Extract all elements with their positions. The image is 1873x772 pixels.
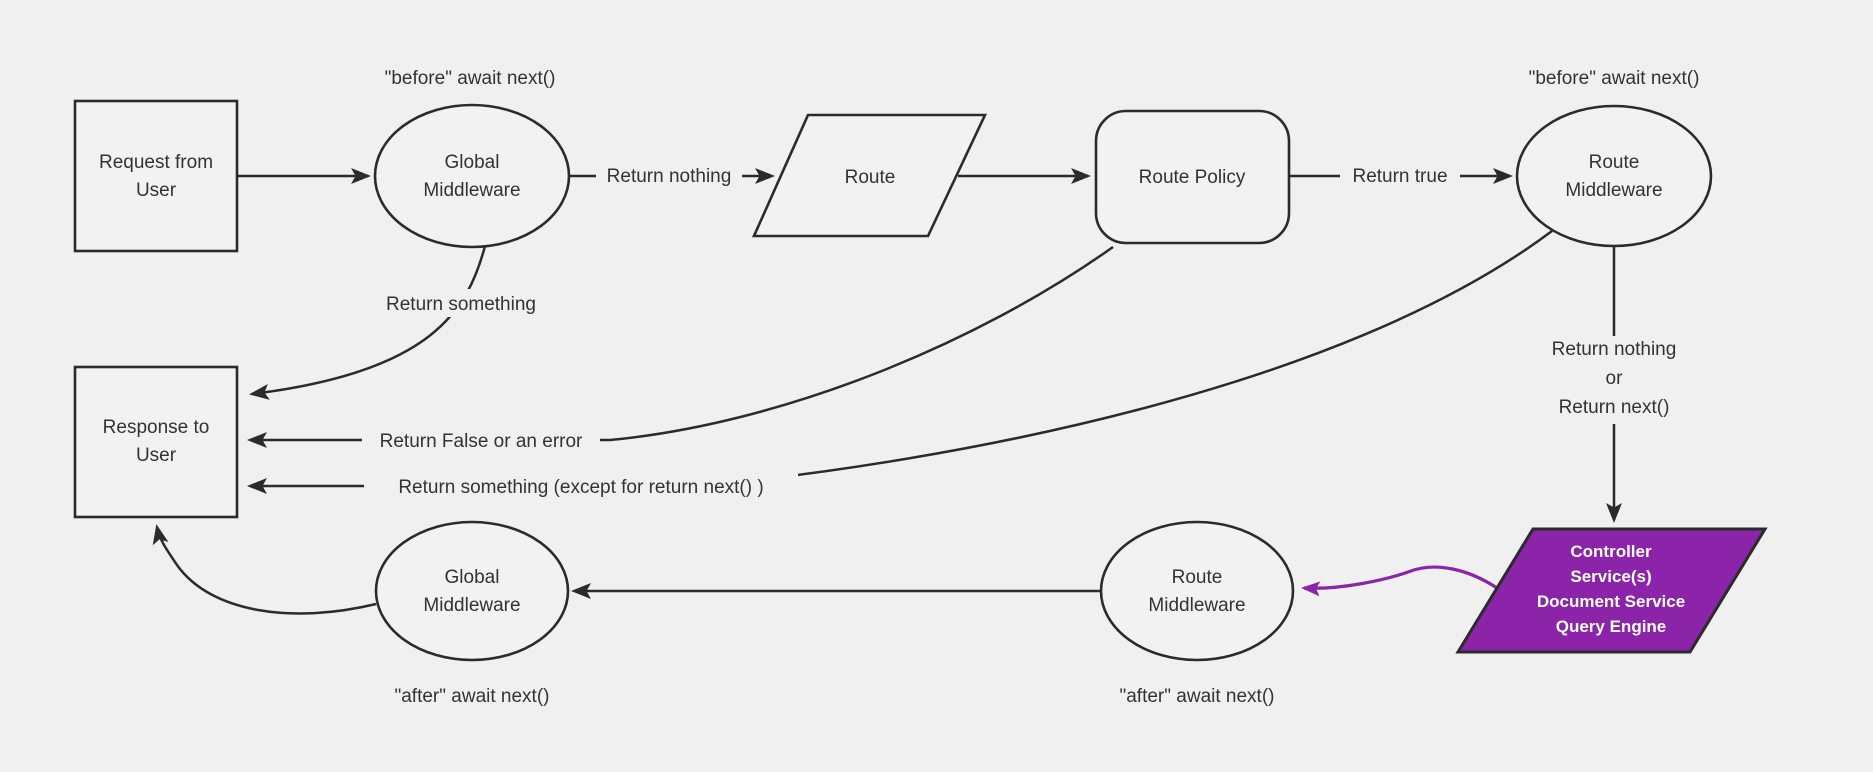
response-to-user-box [73, 365, 239, 519]
edge-label-return-something-except: Return something (except for return next… [398, 477, 763, 498]
label-bg-return-something [383, 289, 540, 317]
label-bg-return-nothing-or [1537, 336, 1693, 424]
global-middleware-top-label-line1: Global [445, 152, 500, 173]
controller-services-label-line2: Service(s) [1570, 567, 1651, 586]
edge-label-return-something: Return something [386, 294, 536, 315]
route-policy-box [1094, 109, 1291, 245]
controller-services-label-line4: Query Engine [1556, 617, 1667, 636]
node-route-policy: Route Policy [1094, 109, 1291, 245]
node-route: Route [751, 113, 988, 238]
controller-services-parallelogram [1455, 527, 1768, 654]
annotation-before-await-next-route: "before" await next() [1529, 68, 1700, 89]
edge-label-return-false: Return False or an error [380, 431, 583, 452]
global-middleware-top-ellipse [373, 103, 571, 249]
route-middleware-bottom-ellipse [1099, 520, 1295, 662]
label-bg-return-false [362, 426, 600, 454]
response-to-user-label-line2: User [136, 445, 177, 466]
node-global-middleware-top: Global Middleware [373, 103, 571, 249]
controller-services-label-line3: Document Service [1537, 592, 1685, 611]
route-policy-label: Route Policy [1139, 167, 1246, 188]
global-middleware-bottom-ellipse [374, 520, 570, 662]
edge-label-return-nothing-or-line3: Return next() [1559, 397, 1670, 418]
route-middleware-top-ellipse [1515, 104, 1713, 248]
edge-global-middleware-to-response [249, 245, 487, 400]
route-middleware-bottom-label-line2: Middleware [1148, 595, 1245, 616]
node-controller-services: Controller Service(s) Document Service Q… [1455, 527, 1768, 654]
edge-label-return-nothing: Return nothing [607, 166, 732, 187]
route-middleware-bottom-label-line1: Route [1172, 567, 1223, 588]
edge-label-return-nothing-or-line1: Return nothing [1552, 339, 1677, 360]
node-global-middleware-bottom: Global Middleware [374, 520, 570, 662]
node-route-middleware-top: Route Middleware [1515, 104, 1713, 248]
route-parallelogram [751, 113, 988, 238]
edge-route-policy-to-response [247, 245, 1114, 448]
annotation-after-await-next-route: "after" await next() [1120, 686, 1275, 707]
route-middleware-top-label-line1: Route [1589, 152, 1640, 173]
node-response-to-user: Response to User [73, 365, 239, 519]
edge-controller-to-route-middleware [1301, 565, 1498, 597]
request-from-user-label-line1: Request from [99, 152, 213, 173]
route-middleware-top-label-line2: Middleware [1565, 180, 1662, 201]
annotation-after-await-next-global: "after" await next() [395, 686, 550, 707]
request-from-user-label-line2: User [136, 180, 177, 201]
label-bg-return-true [1340, 162, 1460, 190]
response-to-user-label-line1: Response to [103, 417, 210, 438]
label-bg-return-something-except [364, 472, 798, 500]
request-from-user-box [73, 99, 239, 253]
node-route-middleware-bottom: Route Middleware [1099, 520, 1295, 662]
label-bg-return-nothing [596, 162, 742, 190]
global-middleware-top-label-line2: Middleware [423, 180, 520, 201]
route-label: Route [845, 167, 896, 188]
node-request-from-user: Request from User [73, 99, 239, 253]
edge-label-return-true: Return true [1352, 166, 1447, 187]
edge-label-return-nothing-or-line2: or [1606, 368, 1624, 389]
edge-global-middleware-to-response-bottom [152, 524, 377, 615]
annotation-before-await-next-global: "before" await next() [385, 68, 556, 89]
controller-services-label-line1: Controller [1570, 542, 1652, 561]
global-middleware-bottom-label-line1: Global [445, 567, 500, 588]
global-middleware-bottom-label-line2: Middleware [423, 595, 520, 616]
